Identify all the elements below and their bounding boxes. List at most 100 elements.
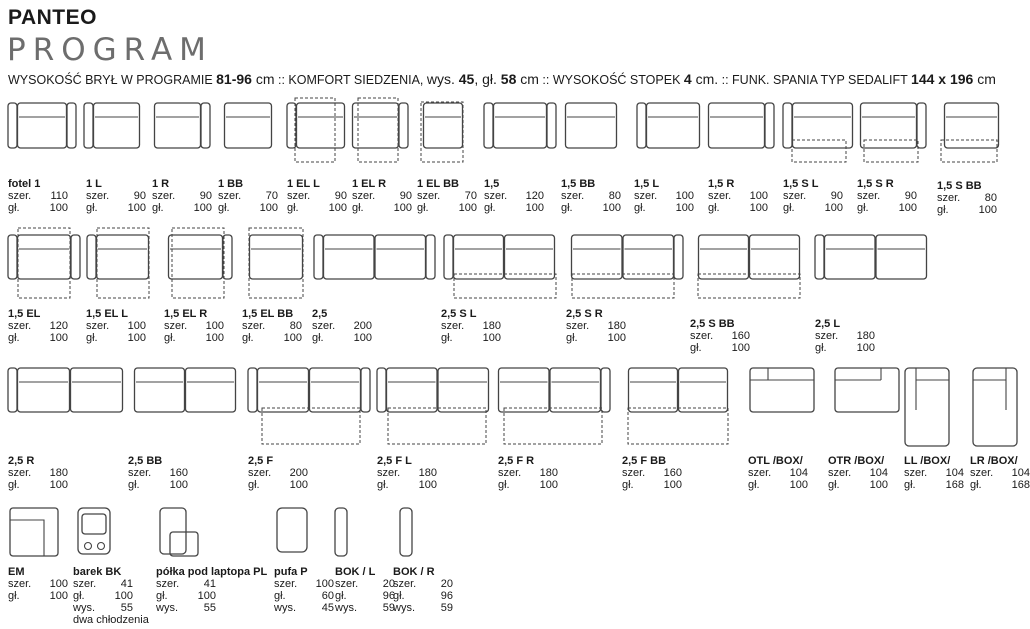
width-row: szer.180 [815, 330, 875, 342]
dim-label: szer. [8, 467, 32, 479]
cooler-icon [83, 541, 93, 551]
sleeping-extension-outline [387, 407, 487, 445]
depth-row: gł. 100 [498, 479, 558, 491]
program-subtitle: PROGRAM [7, 32, 213, 68]
program-specs-line: WYSOKOŚĆ BRYŁ W PROGRAMIE 81-96 cm :: KO… [8, 71, 996, 87]
dim-label: wys. [156, 602, 178, 614]
dim-value: 100 [315, 578, 334, 590]
sleeping-extension-outline [17, 227, 71, 299]
dim-value: 100 [49, 578, 68, 590]
dim-label: wys. [393, 602, 415, 614]
armrest-left [7, 367, 18, 413]
module-name: 2,5 F [248, 455, 274, 467]
dim-value: 100 [353, 332, 372, 344]
corner-line [10, 519, 45, 556]
dim-label: gł. [708, 202, 720, 214]
height-row: wys. 55 [73, 602, 149, 614]
dim-label: szer. [287, 190, 311, 202]
depth-row: gł.100 [128, 479, 188, 491]
dim-value: 100 [393, 202, 412, 214]
dim-value: 100 [418, 479, 437, 491]
seat-cushion [791, 102, 854, 149]
dim-label: szer. [622, 467, 646, 479]
dim-value: 100 [114, 590, 133, 602]
dim-value: 70 [265, 190, 278, 202]
module-name: 2,5 BB [128, 455, 163, 467]
module-name: BOK / L [335, 566, 376, 578]
dim-value: 59 [440, 602, 453, 614]
module-note: dwa chłodzenia [73, 614, 149, 626]
dim-value: 20 [382, 578, 395, 590]
dim-value: 100 [49, 590, 68, 602]
width-row: szer.104 [828, 467, 888, 479]
depth-row: gł.100 [441, 332, 501, 344]
dim-value: 55 [120, 602, 133, 614]
depth-row: gł.96 [335, 590, 395, 602]
depth-row: gł.100 [783, 202, 843, 214]
width-row: szer.90 [783, 190, 843, 202]
seat-cushion [16, 234, 72, 280]
module-name: 2,5 F L [377, 455, 412, 467]
armrest-left [313, 234, 324, 280]
depth-row: gł.100 [312, 332, 372, 344]
width-row: szer.104 [748, 467, 808, 479]
dim-value: 100 [127, 202, 146, 214]
dim-label: szer. [242, 320, 266, 332]
width-row: szer.104 [970, 467, 1030, 479]
width-row: szer.200 [312, 320, 372, 332]
module-name: 2,5 [312, 308, 328, 320]
dim-label: gł. [498, 479, 510, 491]
module-name: 1,5 EL BB [242, 308, 294, 320]
dim-value: 90 [199, 190, 212, 202]
depth-row: gł.100 [622, 479, 682, 491]
depth-row: gł.100 [86, 332, 146, 344]
width-row: szer.180 [441, 320, 501, 332]
armrest-right [70, 234, 81, 280]
dim-label: gł. [783, 202, 795, 214]
corner-em [9, 507, 59, 557]
armrest-left [86, 234, 97, 280]
module-name: 1,5 EL R [164, 308, 208, 320]
dim-value: 160 [731, 330, 750, 342]
module-name: 1,5 BB [561, 178, 596, 190]
dim-value: 100 [205, 320, 224, 332]
pouf [276, 507, 308, 553]
armrest-right [398, 102, 409, 149]
module-name: 1,5 L [634, 178, 660, 190]
dim-value: 200 [353, 320, 372, 332]
seat-cushion [133, 367, 186, 413]
dim-label: wys. [73, 602, 95, 614]
sleeping-extension-outline [697, 273, 801, 299]
dim-label: gł. [86, 202, 98, 214]
module-name: 1 EL BB [417, 178, 459, 190]
width-row: szer.70 [417, 190, 477, 202]
dim-label: gł. [8, 590, 20, 602]
module-name: 1,5 S BB [937, 180, 982, 192]
dim-label: gł. [566, 332, 578, 344]
dim-label: szer. [566, 320, 590, 332]
seat-cushion [256, 367, 310, 413]
depth-row: gł. 100 [86, 202, 146, 214]
seat-cushion [69, 367, 124, 413]
dim-label: szer. [218, 190, 242, 202]
dim-value: 100 [602, 202, 621, 214]
dim-value: 100 [539, 479, 558, 491]
dim-value: 100 [978, 204, 997, 216]
dim-label: gł. [8, 332, 20, 344]
module-name: 2,5 S R [566, 308, 603, 320]
width-row: szer.160 [128, 467, 188, 479]
seat-cushion [677, 367, 729, 413]
dim-value: 104 [869, 467, 888, 479]
depth-row: gł. 100 [8, 590, 68, 602]
chaise-ll [904, 367, 950, 447]
module-name: 1 EL L [287, 178, 320, 190]
dim-label: gł. [748, 479, 760, 491]
seat-cushion [437, 367, 490, 413]
seat-cushion [748, 234, 801, 280]
